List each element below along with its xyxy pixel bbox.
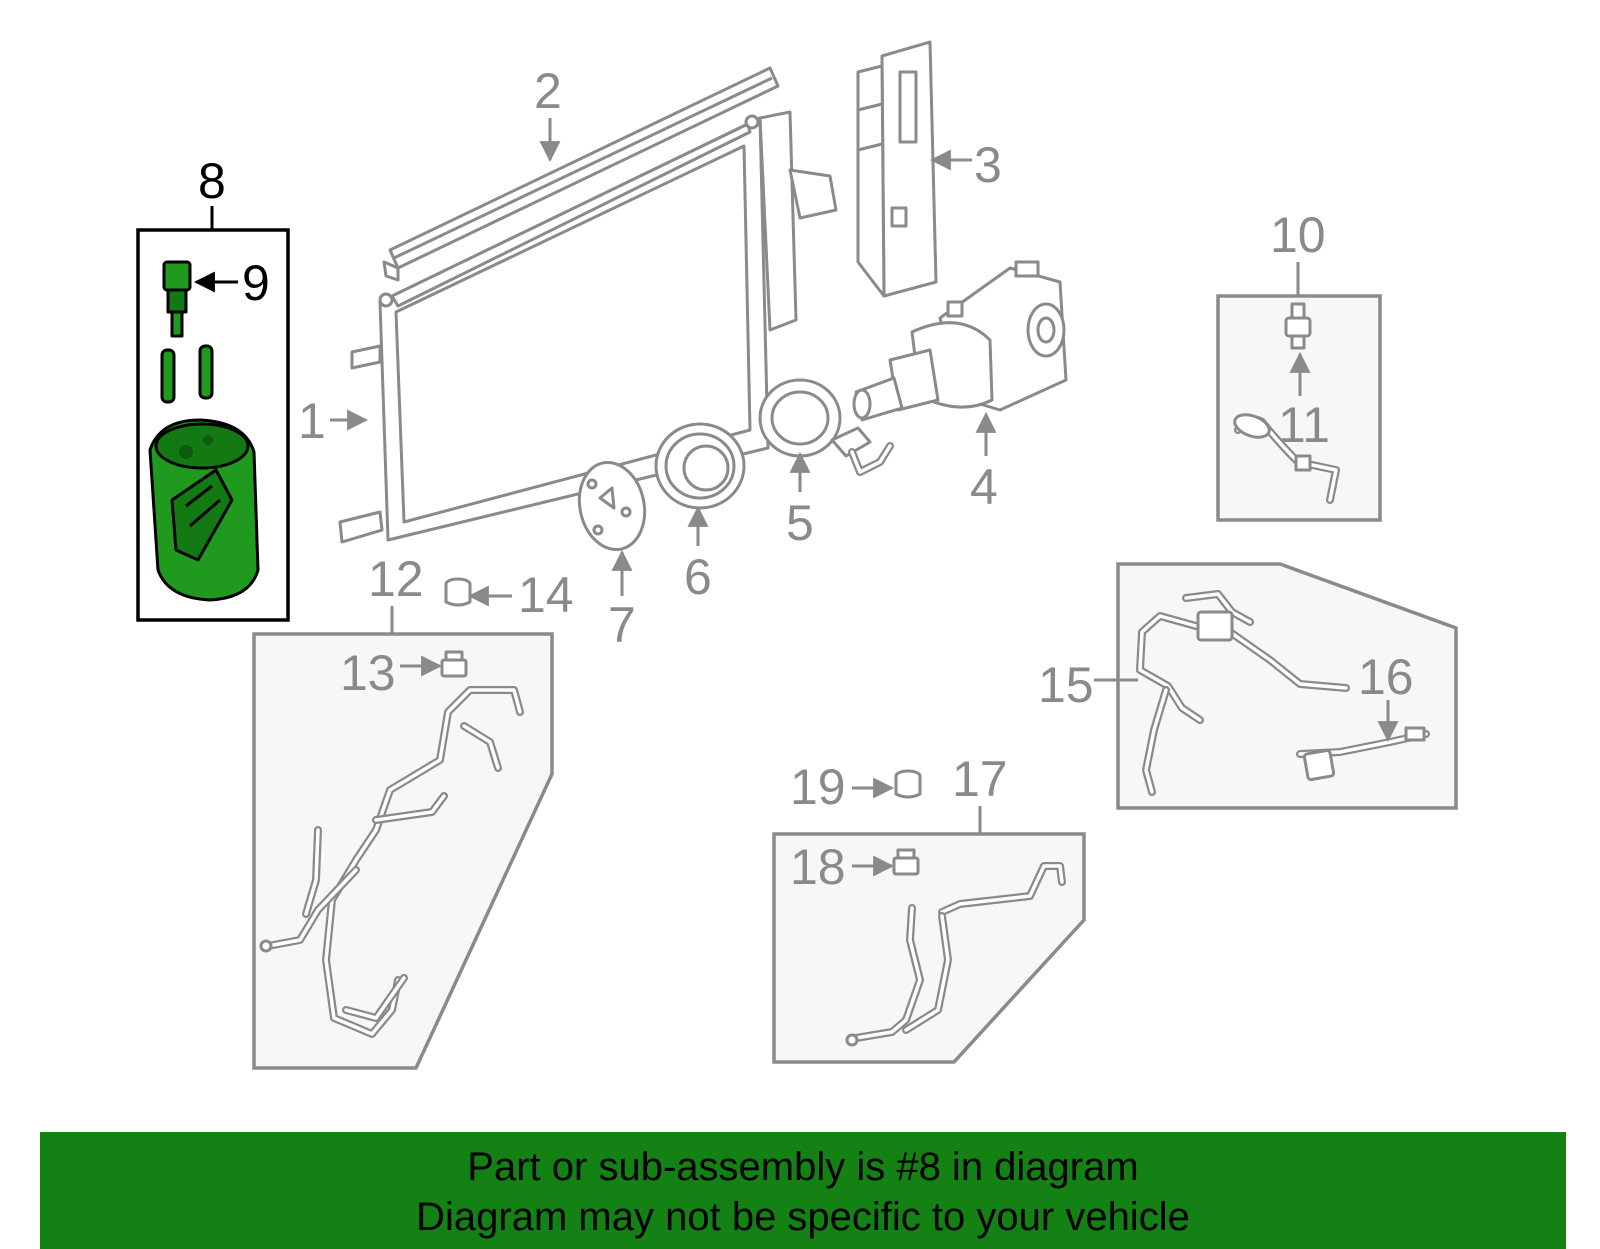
part-12-hose-assembly[interactable] [259,686,524,1038]
callout-11: 11 [1278,397,1330,453]
notice-line-2: Diagram may not be specific to your vehi… [416,1195,1190,1239]
callout-15: 15 [1038,657,1094,713]
part-7-clutch-plate[interactable] [572,456,653,555]
part-4-compressor[interactable] [852,260,1068,422]
notice-banner: Part or sub-assembly is #8 in diagram Di… [40,1132,1566,1249]
callout-18: 18 [790,839,846,895]
callout-9: 9 [242,255,270,311]
panel-17-18 [772,806,1086,1064]
callout-17: 17 [952,751,1008,807]
leader-lines [193,118,1399,877]
part-13-valve-cap[interactable] [440,650,468,678]
callout-6: 6 [684,549,712,605]
callout-3: 3 [974,137,1002,193]
part-9-sensor-highlighted[interactable] [162,260,192,338]
callout-numbers: 1 2 3 4 5 6 7 8 9 10 11 12 13 14 15 16 1… [198,63,1414,895]
notice-line-1: Part or sub-assembly is #8 in diagram [467,1145,1139,1189]
part-6-pulley[interactable] [654,422,746,510]
callout-8: 8 [198,153,226,209]
panel-12-13 [252,606,554,1070]
part-14-cap[interactable] [444,577,472,607]
callout-2: 2 [534,63,562,119]
part-18-valve-cap[interactable] [892,848,920,876]
panel-10-11 [1216,262,1382,522]
part-3-side-bracket[interactable] [856,40,938,298]
callout-1: 1 [298,393,326,449]
callout-13: 13 [340,645,396,701]
part-11-harness[interactable] [1232,410,1340,504]
part-17-hose-assembly[interactable] [845,862,1066,1047]
callout-12: 12 [368,551,424,607]
part-19-cap[interactable] [894,769,922,799]
callout-19: 19 [790,759,846,815]
part-2-condenser-rail[interactable] [382,66,780,282]
callout-4: 4 [970,459,998,515]
callout-10: 10 [1270,207,1326,263]
callout-7: 7 [608,597,636,653]
part-1-condenser[interactable] [338,110,838,544]
callout-5: 5 [786,495,814,551]
part-8-drier-body[interactable] [148,418,260,602]
part-8-drier-pins [160,344,214,404]
part-10-pressure-switch[interactable] [1284,302,1312,350]
callout-14: 14 [518,567,574,623]
part-5-clutch-coil[interactable] [758,378,894,476]
callout-16: 16 [1358,649,1414,705]
part-15-hose-assembly[interactable] [1136,590,1350,796]
part-16-sensor-harness[interactable] [1296,726,1430,782]
